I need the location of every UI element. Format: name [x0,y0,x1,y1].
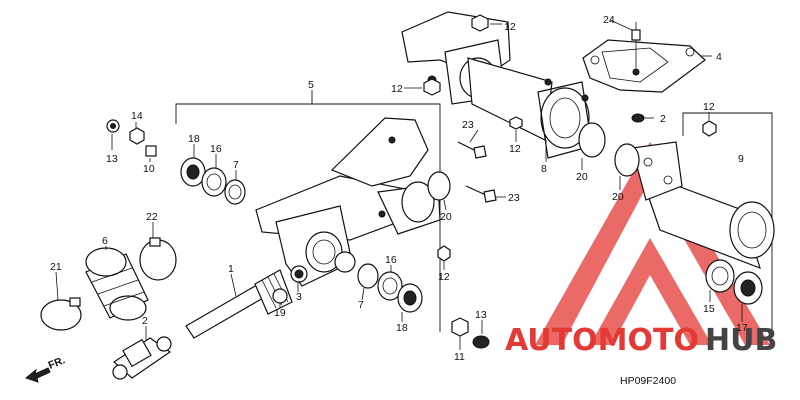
callout-3: 3 [296,291,302,303]
swingarm-part [255,117,441,287]
callout-15: 15 [703,303,715,315]
callout-20: 20 [440,211,452,223]
callout-23: 23 [462,119,474,131]
callout-21: 21 [50,261,62,273]
boot-part [40,237,177,331]
callout-13: 13 [106,153,118,165]
callout-labels: 24 4 2 12 12 12 12 12 8 5 9 20 20 20 23 … [50,14,748,363]
callout-17: 17 [736,322,748,334]
watermark-brand-a: AUTOMOTO [505,323,699,358]
callout-12: 12 [703,101,715,113]
bearing-part [180,122,763,313]
callout-7: 7 [358,299,364,311]
skid-plate-part [582,22,706,93]
callout-18: 18 [396,322,408,334]
universal-joint-part [112,336,172,380]
callout-16: 16 [210,143,222,155]
callout-19: 19 [274,307,286,319]
front-direction-indicator: FR. [24,354,67,383]
callout-7: 7 [233,159,239,171]
callout-12: 12 [509,143,521,155]
callout-11: 11 [454,351,465,363]
callout-2: 2 [142,315,148,327]
callout-12: 12 [504,21,516,33]
drive-shaft-part [185,265,308,339]
callout-14: 14 [131,110,143,122]
callout-2: 2 [660,113,666,125]
callout-20: 20 [612,191,624,203]
callout-23: 23 [508,192,520,204]
leader-lines [55,19,743,350]
callout-12: 12 [391,83,403,95]
front-arrow-icon [24,367,51,383]
fastener-part [106,14,717,349]
callout-24: 24 [603,14,615,26]
front-label: FR. [47,354,67,371]
swingarm-cover-part [631,141,775,269]
diagram-code: HP09F2400 [620,375,676,387]
callout-20: 20 [576,171,588,183]
callout-18: 18 [188,133,200,145]
watermark-brand-b: HUB [705,323,777,358]
callout-8: 8 [541,163,547,175]
watermark-text: AUTOMOTO HUB [505,323,777,358]
callout-12: 12 [438,271,450,283]
callout-6: 6 [102,235,108,247]
callout-13: 13 [475,309,487,321]
callout-5: 5 [308,79,314,91]
callout-4: 4 [716,51,722,63]
callout-1: 1 [228,263,234,275]
callout-10: 10 [143,163,155,175]
callout-16: 16 [385,254,397,266]
callout-22: 22 [146,211,158,223]
callout-9: 9 [738,153,744,165]
